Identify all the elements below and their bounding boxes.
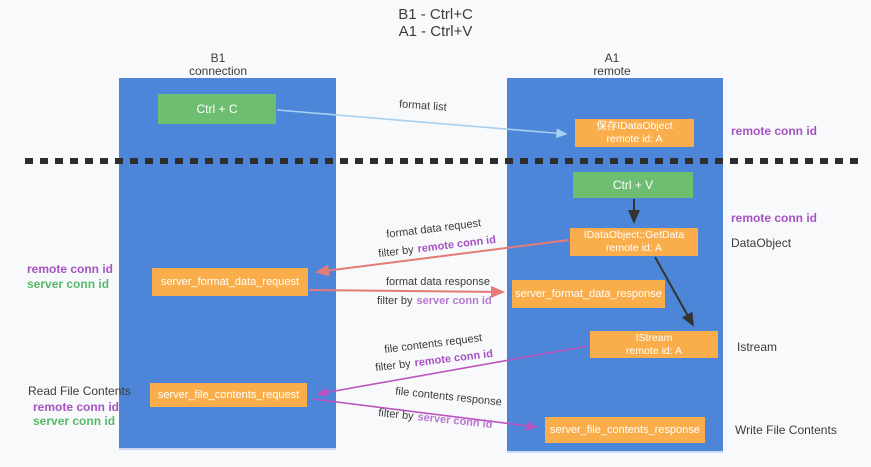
right-column-name: A1 xyxy=(604,51,620,65)
left-bottom-remote-conn-id-label: remote conn id xyxy=(33,400,120,414)
write-file-contents-label: Write File Contents xyxy=(735,423,837,437)
file-contents-response-label: file contents response xyxy=(394,385,503,409)
ctrl-c-label: Ctrl + C xyxy=(196,102,238,116)
left-column-header: B1 connection xyxy=(138,52,298,78)
getdata-node: IDataObject::GetData remote id: A xyxy=(570,228,698,256)
istream-line1: IStream xyxy=(635,331,673,344)
title-line-1: B1 - Ctrl+C xyxy=(398,6,473,23)
right-column-role: remote xyxy=(593,64,631,78)
right-remote-conn-id-label-mid: remote conn id xyxy=(731,211,818,225)
diagram-title: B1 - Ctrl+C A1 - Ctrl+V xyxy=(0,6,871,40)
left-column-role: connection xyxy=(188,64,248,78)
istream-line2: remote id: A xyxy=(625,344,683,357)
ctrl-v-node: Ctrl + V xyxy=(573,172,693,198)
format-list-label: format list xyxy=(398,98,448,114)
file-response-node: server_file_contents_response xyxy=(545,417,705,443)
file-request-node: server_file_contents_request xyxy=(150,383,307,407)
format-request-label: server_format_data_request xyxy=(160,276,300,288)
left-bottom-server-conn-id-label: server conn id xyxy=(33,414,116,428)
server-conn-id-text: server conn id xyxy=(416,411,493,431)
filter-by-text: filter by xyxy=(377,243,415,261)
istream-side-label: Istream xyxy=(737,340,778,354)
getdata-line2: remote id: A xyxy=(605,242,663,254)
left-remote-conn-id-label: remote conn id xyxy=(27,262,114,276)
getdata-line1: IDataObject::GetData xyxy=(583,229,685,241)
filter-by-text: filter by xyxy=(377,407,415,423)
istream-node: IStream remote id: A xyxy=(590,331,718,358)
server-conn-id-text: server conn id xyxy=(416,295,492,307)
dataobject-label: DataObject xyxy=(731,236,792,250)
ctrl-c-node: Ctrl + C xyxy=(158,94,276,124)
format-request-node: server_format_data_request xyxy=(152,268,308,296)
right-remote-conn-id-label-top: remote conn id xyxy=(731,124,818,138)
format-response-label: server_format_data_response xyxy=(515,288,662,300)
remote-conn-id-text: remote conn id xyxy=(416,233,497,256)
dashed-separator-line xyxy=(25,158,863,164)
right-column-header: A1 remote xyxy=(532,52,692,78)
ctrl-v-label: Ctrl + V xyxy=(612,178,654,192)
save-dataobject-line2: remote id: A xyxy=(606,133,663,145)
left-server-conn-id-label: server conn id xyxy=(27,277,110,291)
file-response-label: server_file_contents_response xyxy=(550,424,700,436)
format-response-node: server_format_data_response xyxy=(512,280,665,308)
title-line-2: A1 - Ctrl+V xyxy=(398,23,473,40)
save-dataobject-line1: 保存IDataObject xyxy=(596,120,673,132)
format-data-response-arrow xyxy=(308,285,505,298)
file-request-label: server_file_contents_request xyxy=(157,389,300,401)
filter-by-text: filter by xyxy=(374,357,412,375)
read-file-contents-label: Read File Contents xyxy=(28,384,131,398)
format-data-response-label: format data response xyxy=(386,276,490,288)
left-column-name: B1 xyxy=(210,51,226,65)
filter-by-text: filter by xyxy=(377,295,413,307)
remote-conn-id-text: remote conn id xyxy=(413,347,494,370)
save-dataobject-node: 保存IDataObject remote id: A xyxy=(575,119,694,147)
